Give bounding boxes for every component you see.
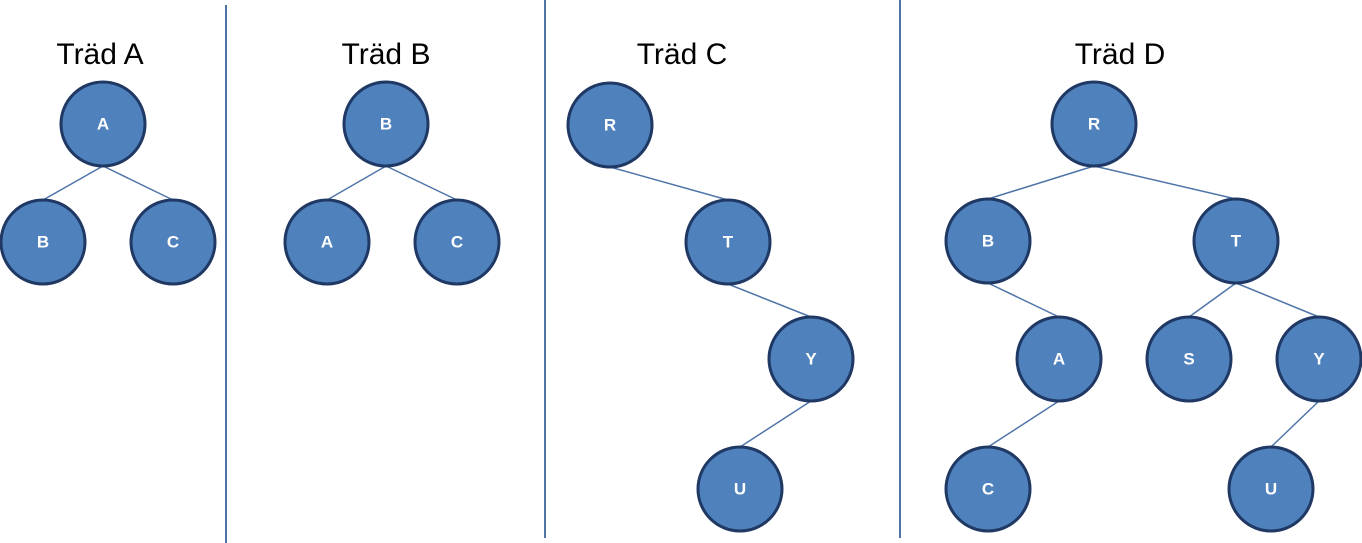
node-c-t: T [684, 198, 772, 286]
node-d-r: R [1050, 80, 1138, 168]
nodes: A B C B A C R T [0, 80, 1362, 533]
svg-text:S: S [1183, 350, 1194, 369]
node-d-s: S [1145, 315, 1233, 403]
node-b-left: A [283, 198, 371, 286]
edge-d-t-y [1235, 282, 1320, 318]
svg-text:Y: Y [805, 350, 817, 369]
svg-text:B: B [380, 115, 392, 134]
edge-d-r-b [987, 165, 1095, 200]
node-d-b: B [944, 197, 1032, 285]
tree-a-title: Träd A [56, 38, 143, 71]
svg-text:C: C [451, 233, 463, 252]
edge-c-y-u [739, 400, 812, 448]
node-c-y: Y [767, 315, 855, 403]
svg-text:U: U [734, 480, 746, 499]
svg-text:A: A [1053, 350, 1065, 369]
svg-text:R: R [1088, 115, 1100, 134]
tree-d-title: Träd D [1075, 38, 1166, 71]
edge-c-t-y [727, 283, 812, 318]
svg-text:A: A [321, 233, 333, 252]
node-a-root: A [59, 80, 147, 168]
node-d-u: U [1227, 445, 1315, 533]
node-a-right: C [129, 198, 217, 286]
svg-text:T: T [1231, 232, 1242, 251]
svg-text:C: C [982, 480, 994, 499]
edge-a-root-right [102, 165, 174, 201]
node-c-u: U [696, 445, 784, 533]
edges [42, 165, 1320, 448]
edge-d-r-t [1093, 165, 1237, 200]
node-d-t: T [1192, 197, 1280, 285]
edge-b-root-left [326, 165, 387, 201]
edge-d-t-s [1188, 282, 1237, 318]
svg-text:R: R [604, 116, 616, 135]
node-b-root: B [342, 80, 430, 168]
node-d-c: C [944, 445, 1032, 533]
edge-a-root-left [42, 165, 104, 201]
tree-c-title: Träd C [637, 38, 728, 71]
node-d-a: A [1015, 315, 1103, 403]
node-c-r: R [566, 81, 654, 169]
svg-text:Y: Y [1313, 350, 1325, 369]
edge-b-root-right [385, 165, 458, 201]
svg-text:A: A [97, 115, 109, 134]
svg-text:B: B [982, 232, 994, 251]
node-d-y: Y [1275, 315, 1362, 403]
edge-d-b-a [987, 282, 1060, 318]
tree-b-title: Träd B [342, 38, 431, 71]
svg-text:B: B [37, 233, 49, 252]
edge-d-a-c [987, 400, 1060, 448]
edge-c-r-t [609, 166, 729, 201]
svg-text:C: C [167, 233, 179, 252]
node-a-left: B [0, 198, 87, 286]
svg-text:U: U [1265, 480, 1277, 499]
edge-d-y-u [1270, 400, 1320, 448]
node-b-right: C [413, 198, 501, 286]
svg-text:T: T [723, 233, 734, 252]
